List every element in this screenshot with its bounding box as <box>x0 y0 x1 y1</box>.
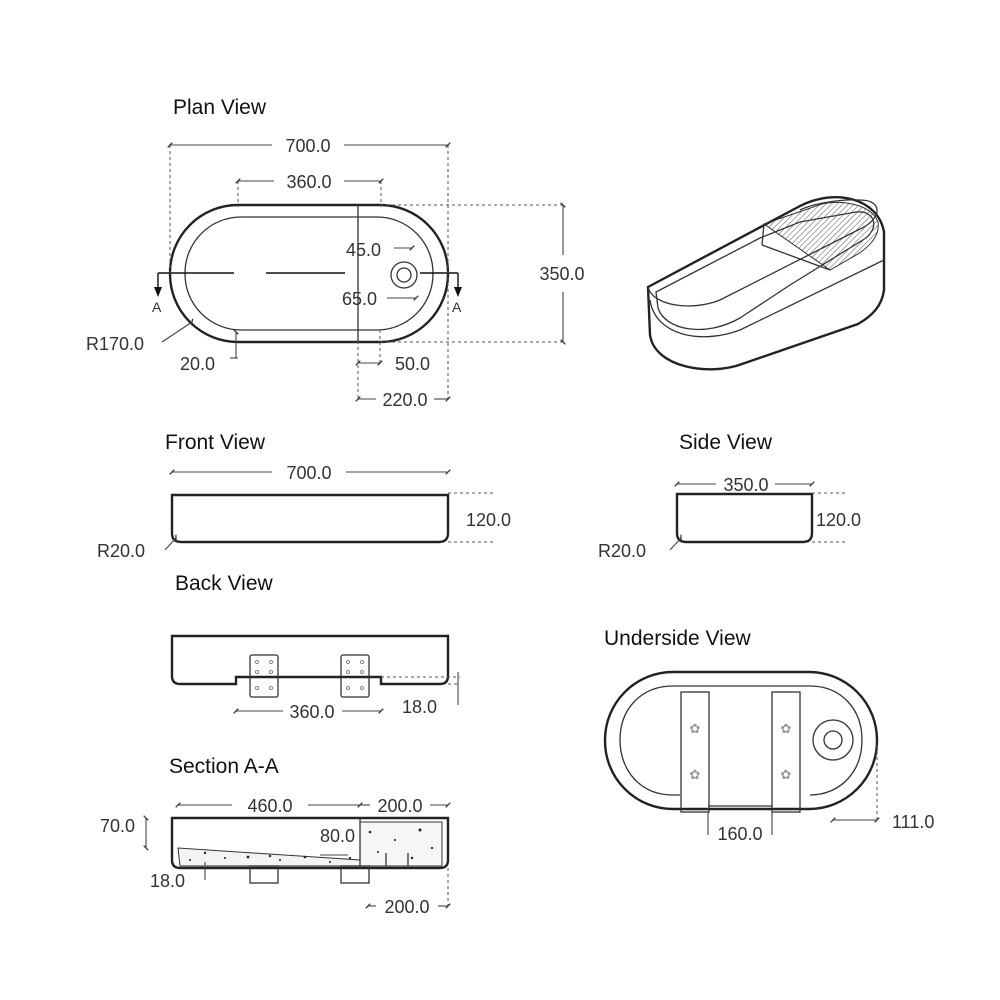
front-length-dim: 700.0 <box>286 463 331 483</box>
underside-drain-inner <box>823 730 843 750</box>
back-recess-dim: 18.0 <box>402 697 437 717</box>
underside-outer-outline <box>603 670 879 811</box>
dim-leader <box>669 534 682 551</box>
iso-tray-grate <box>762 201 879 271</box>
underside-view: Underside View ✿ ✿ ✿ ✿ 160.0 111.0 <box>603 627 934 844</box>
section-arrowhead-right <box>454 287 462 297</box>
plan-drain-outer <box>390 261 418 289</box>
plan-tray-length-dim: 220.0 <box>382 390 427 410</box>
section-view: Section A-A 460.0 200.0 70.0 80.0 18.0 <box>100 755 451 917</box>
section-depth-dim: 70.0 <box>100 816 135 836</box>
section-mark-right: A <box>452 299 462 315</box>
plan-drain-dia-dim: 45.0 <box>346 240 381 260</box>
underside-bracket-right <box>771 691 801 813</box>
plan-drain-outer-dim: 65.0 <box>342 289 377 309</box>
side-height-dim: 120.0 <box>816 510 861 530</box>
section-basin-length-dim: 460.0 <box>247 796 292 816</box>
dim-leader <box>161 318 194 343</box>
section-bracket-right <box>340 865 370 884</box>
iso-divider <box>761 244 831 271</box>
plan-view: Plan View A A 700.0 360.0 <box>86 96 585 410</box>
flower-icon: ✿ <box>690 767 701 782</box>
section-view-title: Section A-A <box>169 755 279 778</box>
underside-drain-offset-dim: 111.0 <box>892 812 934 832</box>
section-tray-length-dim: 200.0 <box>377 796 422 816</box>
section-outline <box>170 816 450 870</box>
side-outline <box>675 492 814 544</box>
front-outline <box>170 493 450 544</box>
section-tray-body <box>359 821 443 867</box>
section-bottom-length-dim: 200.0 <box>384 897 429 917</box>
side-width-dim: 350.0 <box>723 475 768 495</box>
front-height-dim: 120.0 <box>466 510 511 530</box>
flower-icon: ✿ <box>781 721 792 736</box>
back-view: Back View 360.0 18.0 <box>170 572 460 722</box>
side-radius-dim: R20.0 <box>598 541 646 561</box>
iso-outline <box>646 196 886 371</box>
plan-radius-dim: R170.0 <box>86 334 144 354</box>
plan-width-dim: 350.0 <box>539 264 584 284</box>
section-mark-left: A <box>152 299 162 315</box>
plan-drain-inner <box>396 267 412 283</box>
flower-icon: ✿ <box>690 721 701 736</box>
underside-drain-outer <box>812 719 854 761</box>
plan-view-title: Plan View <box>173 96 267 119</box>
plan-length-dim: 700.0 <box>285 136 330 156</box>
back-bracket-right <box>340 654 370 698</box>
plan-wall-dim: 20.0 <box>180 354 215 374</box>
section-bracket-left <box>249 865 279 884</box>
back-view-title: Back View <box>175 572 273 595</box>
underside-view-title: Underside View <box>604 627 752 650</box>
plan-tray-offset-dim: 50.0 <box>395 354 430 374</box>
dim-leader <box>164 534 177 551</box>
back-bracket-left <box>249 654 279 698</box>
section-tray-depth-dim: 80.0 <box>320 826 355 846</box>
flower-icon: ✿ <box>781 767 792 782</box>
side-view-title: Side View <box>679 431 773 454</box>
section-base-dim: 18.0 <box>150 871 185 891</box>
side-view: Side View 350.0 120.0 R20.0 <box>598 431 861 561</box>
isometric-view <box>646 196 886 371</box>
front-radius-dim: R20.0 <box>97 541 145 561</box>
iso-divider <box>761 223 765 246</box>
iso-side-band <box>649 259 885 338</box>
underside-inner-outline <box>619 685 863 796</box>
underside-bracket-left <box>680 691 710 813</box>
plan-inner-length-dim: 360.0 <box>286 172 331 192</box>
back-bracket-spacing-dim: 360.0 <box>289 702 334 722</box>
underside-bracket-spacing-dim: 160.0 <box>717 824 762 844</box>
section-arrowhead-left <box>154 287 162 297</box>
front-view-title: Front View <box>165 431 266 454</box>
front-view: Front View 700.0 120.0 R20.0 <box>97 431 511 561</box>
